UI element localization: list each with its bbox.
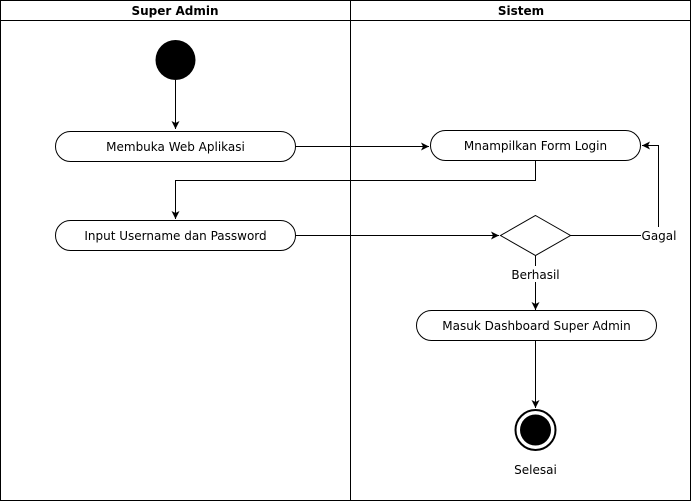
activity-membuka-web-aplikasi: Membuka Web Aplikasi: [55, 131, 296, 162]
activity-input-username-password: Input Username dan Password: [55, 220, 296, 251]
start-node: [155, 40, 196, 80]
activity-masuk-dashboard: Masuk Dashboard Super Admin: [416, 310, 657, 341]
activity-label: Input Username dan Password: [84, 229, 266, 243]
edge-label-berhasil: Berhasil: [511, 268, 559, 282]
edges: [171, 80, 659, 408]
lane-title-super-admin: Super Admin: [131, 4, 218, 18]
activity-label: Masuk Dashboard Super Admin: [442, 319, 630, 333]
lane-title-sistem: Sistem: [498, 4, 544, 18]
activity-label: Membuka Web Aplikasi: [106, 140, 245, 154]
berhasil-label-bg: [508, 266, 563, 282]
end-node: [514, 409, 557, 451]
activity-label: Mnampilkan Form Login: [464, 139, 607, 153]
edge-label-gagal: Gagal: [642, 229, 677, 243]
end-label: Selesai: [514, 463, 557, 477]
edge-decision-gagal: [570, 141, 659, 236]
decision-node: [499, 214, 572, 257]
activity-menampilkan-form-login: Mnampilkan Form Login: [430, 130, 641, 161]
edge-form-login-to-input: [171, 161, 536, 219]
gagal-label-bg: [641, 227, 677, 243]
